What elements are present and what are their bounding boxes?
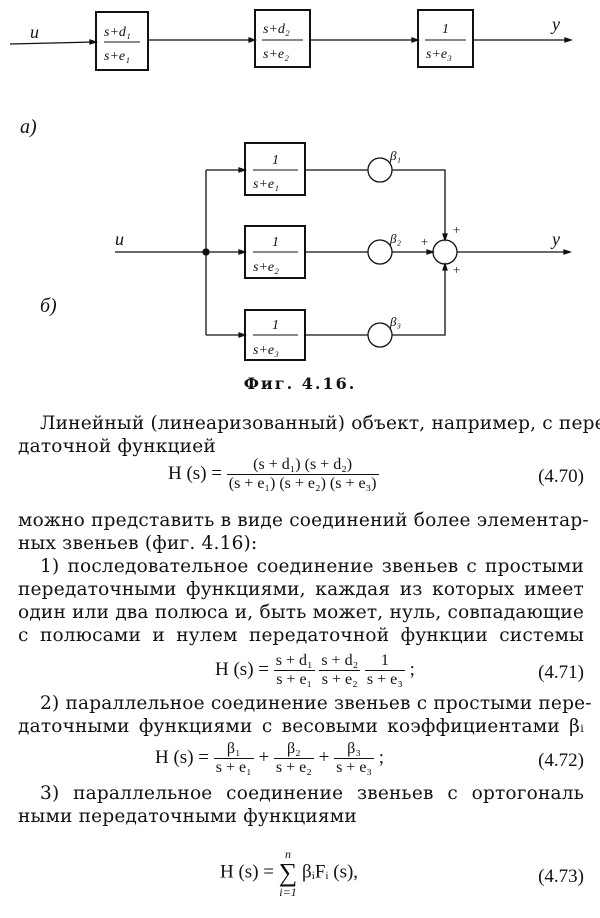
block-denominator: s+e₃ <box>426 47 452 62</box>
equation-number: (4.71) <box>538 662 584 683</box>
text-line: с полюсами и нулем передаточной функции … <box>18 625 584 646</box>
figure-caption: Фиг. 4.16. <box>243 374 357 393</box>
sign-label: + <box>452 222 461 237</box>
eq-denominator: s + e₂ <box>275 759 312 776</box>
text-line: 2) параллельное соединение звеньев с про… <box>40 693 592 714</box>
figure-4-16: u s+d₁ s+e₁ s+d₂ s+e₂ 1 s+e₃ y a) u 1 s+… <box>9 9 574 361</box>
eq-numerator: β₂ <box>273 740 314 759</box>
eq-numerator: β₃ <box>334 740 374 759</box>
weight-label: β₂ <box>389 231 401 246</box>
text-line: 3) параллельное соединение звеньев с орт… <box>40 783 584 804</box>
block-denominator: s+e₂ <box>253 260 279 275</box>
subfigure-label-a: a) <box>20 116 37 138</box>
text-line: один или два полюса и, быть может, нуль,… <box>18 602 584 623</box>
text-line: можно представить в виде соединений боле… <box>18 510 589 531</box>
sign-label: + <box>420 234 429 249</box>
eq-numerator: s + d₂ <box>319 652 361 671</box>
block-denominator: s+e₃ <box>253 343 279 358</box>
sum-lower: i=1 <box>279 885 297 899</box>
block-numerator: 1 <box>272 153 279 168</box>
equation-4-70: H (s) = (s + d₁) (s + d₂)(s + e₁) (s + e… <box>168 456 379 493</box>
sum-symbol: ∑ <box>278 858 298 887</box>
block-denominator: s+e₂ <box>263 47 289 62</box>
text-line: передаточными функциями, каждая из котор… <box>18 579 584 600</box>
text-line: 1) последовательное соединение звеньев с… <box>40 556 584 577</box>
eq-tail: ; <box>378 746 385 768</box>
text-line: даточными функциями с весовыми коэффицие… <box>18 716 584 737</box>
eq-tail: ; <box>409 658 415 680</box>
weight-label: β₁ <box>389 148 401 163</box>
text-line: даточной функцией <box>18 436 216 457</box>
eq-operator: + <box>318 746 330 768</box>
diagram-b-parallel: u 1 s+e₁ 1 s+e₂ 1 s+e₃ β₁ β₂ β₃ + + + y … <box>40 142 573 361</box>
eq-lhs: H (s) = <box>155 746 209 768</box>
block-numerator: s+d₁ <box>104 25 131 40</box>
eq-lhs: H (s) = <box>168 462 222 484</box>
block-denominator: s+e₁ <box>104 49 130 64</box>
subfigure-label-b: б) <box>40 295 57 317</box>
output-y-label: y <box>550 229 560 249</box>
output-y-label: y <box>550 14 560 34</box>
text-line: ных звеньев (фиг. 4.16): <box>18 533 258 554</box>
eq-lhs: H (s) = <box>215 658 269 680</box>
block-numerator: 1 <box>272 318 279 333</box>
eq-body: βᵢFᵢ (s), <box>302 861 359 883</box>
eq-denominator: (s + e₁) (s + e₂) (s + e₃) <box>228 475 377 492</box>
block-denominator: s+e₁ <box>253 177 279 192</box>
text-line: Линейный (линеаризованный) объект, напри… <box>40 413 600 434</box>
eq-denominator: s + e₂ <box>321 671 358 688</box>
block-numerator: 1 <box>442 22 449 37</box>
block-numerator: s+d₂ <box>263 22 290 37</box>
eq-numerator: s + d₁ <box>273 652 315 671</box>
equation-number: (4.72) <box>538 750 584 771</box>
eq-numerator: 1 <box>364 652 405 671</box>
eq-operator: + <box>258 746 270 768</box>
eq-lhs: H (s) = <box>220 861 274 883</box>
weight-label: β₃ <box>389 314 401 329</box>
eq-numerator: (s + d₁) (s + d₂) <box>226 456 379 475</box>
eq-numerator: β₁ <box>213 740 254 759</box>
eq-denominator: s + e₁ <box>276 671 313 688</box>
equation-number: (4.70) <box>538 466 584 487</box>
eq-denominator: s + e₁ <box>215 759 252 776</box>
sign-label: + <box>452 262 461 277</box>
equation-4-73: H (s) = n ∑ i=1 βᵢFᵢ (s), <box>220 848 358 898</box>
eq-denominator: s + e₃ <box>366 671 403 688</box>
equation-number: (4.73) <box>538 866 584 887</box>
eq-denominator: s + e₃ <box>336 759 372 776</box>
block-numerator: 1 <box>272 235 279 250</box>
input-u-label: u <box>30 22 39 42</box>
text-line: ными передаточными функциями <box>18 806 357 827</box>
diagram-a-series: u s+d₁ s+e₁ s+d₂ s+e₂ 1 s+e₃ y a) <box>9 9 574 138</box>
input-u-label: u <box>115 229 124 249</box>
sum-upper: n <box>285 847 292 861</box>
